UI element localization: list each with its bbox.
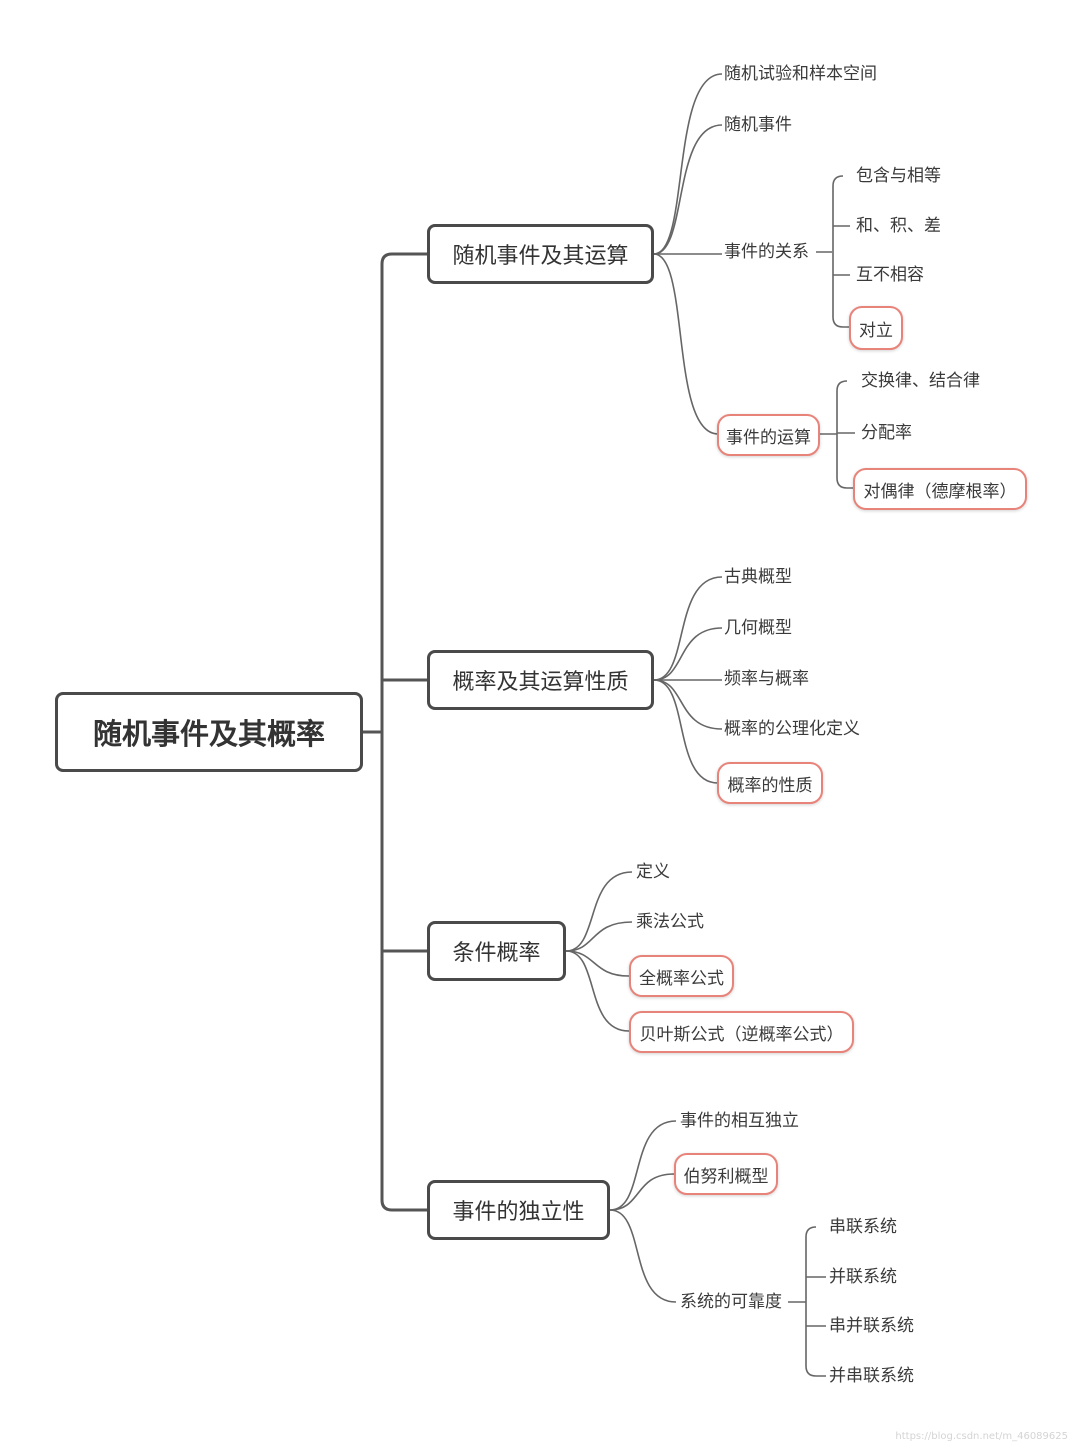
leaf-axiomatic-definition[interactable]: 概率的公理化定义 xyxy=(724,719,860,739)
leaf-total-probability[interactable]: 全概率公式 xyxy=(629,955,734,997)
b2-curve-4 xyxy=(653,679,723,730)
root-node[interactable]: 随机事件及其概率 xyxy=(55,692,363,772)
leaf-random-event[interactable]: 随机事件 xyxy=(724,115,792,135)
b4-curve-3 xyxy=(609,1209,677,1303)
b2-curve-1 xyxy=(653,576,723,681)
b4-curve-2 xyxy=(609,1173,675,1211)
b3-curve-2 xyxy=(565,921,633,952)
leaf-event-operations[interactable]: 事件的运算 xyxy=(717,414,820,456)
leaf-opposite[interactable]: 对立 xyxy=(849,306,903,350)
leaf-bayes-formula[interactable]: 贝叶斯公式（逆概率公式） xyxy=(629,1011,854,1053)
leaf-series-parallel-system[interactable]: 串并联系统 xyxy=(829,1316,914,1336)
leaf-sum-product-difference[interactable]: 和、积、差 xyxy=(856,216,941,236)
b3-curve-1 xyxy=(565,871,633,952)
b1-curve-2 xyxy=(653,124,723,255)
rel-bracket-sys xyxy=(788,1226,826,1377)
branch-independence[interactable]: 事件的独立性 xyxy=(427,1180,610,1240)
leaf-system-reliability[interactable]: 系统的可靠度 xyxy=(680,1292,782,1312)
b1-curve-4 xyxy=(653,253,719,435)
rel-bracket xyxy=(816,175,850,328)
branch-conditional-probability[interactable]: 条件概率 xyxy=(427,921,566,981)
leaf-frequency-probability[interactable]: 频率与概率 xyxy=(724,669,809,689)
leaf-multiplication-formula[interactable]: 乘法公式 xyxy=(636,912,704,932)
b2-curve-2 xyxy=(653,627,723,681)
leaf-de-morgan[interactable]: 对偶律（德摩根率） xyxy=(853,468,1027,510)
op-bracket xyxy=(820,380,855,489)
leaf-mutual-independence[interactable]: 事件的相互独立 xyxy=(680,1111,799,1131)
leaf-parallel-series-system[interactable]: 并串联系统 xyxy=(829,1366,914,1386)
b1-curve-1 xyxy=(653,73,723,255)
leaf-inclusion-equality[interactable]: 包含与相等 xyxy=(856,166,941,186)
leaf-mutually-exclusive[interactable]: 互不相容 xyxy=(856,265,924,285)
trunk-line xyxy=(380,252,427,1212)
watermark: https://blog.csdn.net/m_46089625 xyxy=(895,1431,1068,1442)
leaf-event-relations[interactable]: 事件的关系 xyxy=(724,242,809,262)
branch-probability-properties[interactable]: 概率及其运算性质 xyxy=(427,650,654,710)
leaf-distributive[interactable]: 分配率 xyxy=(861,423,912,443)
leaf-probability-properties[interactable]: 概率的性质 xyxy=(717,762,823,804)
b3-curve-3 xyxy=(565,950,630,977)
b4-curve-1 xyxy=(609,1120,677,1211)
leaf-series-system[interactable]: 串联系统 xyxy=(829,1217,897,1237)
leaf-geometric-model[interactable]: 几何概型 xyxy=(724,618,792,638)
leaf-definition[interactable]: 定义 xyxy=(636,862,670,882)
branch-random-events[interactable]: 随机事件及其运算 xyxy=(427,224,654,284)
leaf-classical-model[interactable]: 古典概型 xyxy=(724,567,792,587)
leaf-commutative-associative[interactable]: 交换律、结合律 xyxy=(861,371,980,391)
b2-curve-5 xyxy=(653,679,719,784)
leaf-bernoulli-model[interactable]: 伯努利概型 xyxy=(674,1153,778,1195)
leaf-random-experiment[interactable]: 随机试验和样本空间 xyxy=(724,64,877,84)
leaf-parallel-system[interactable]: 并联系统 xyxy=(829,1267,897,1287)
b3-curve-4 xyxy=(565,950,630,1032)
